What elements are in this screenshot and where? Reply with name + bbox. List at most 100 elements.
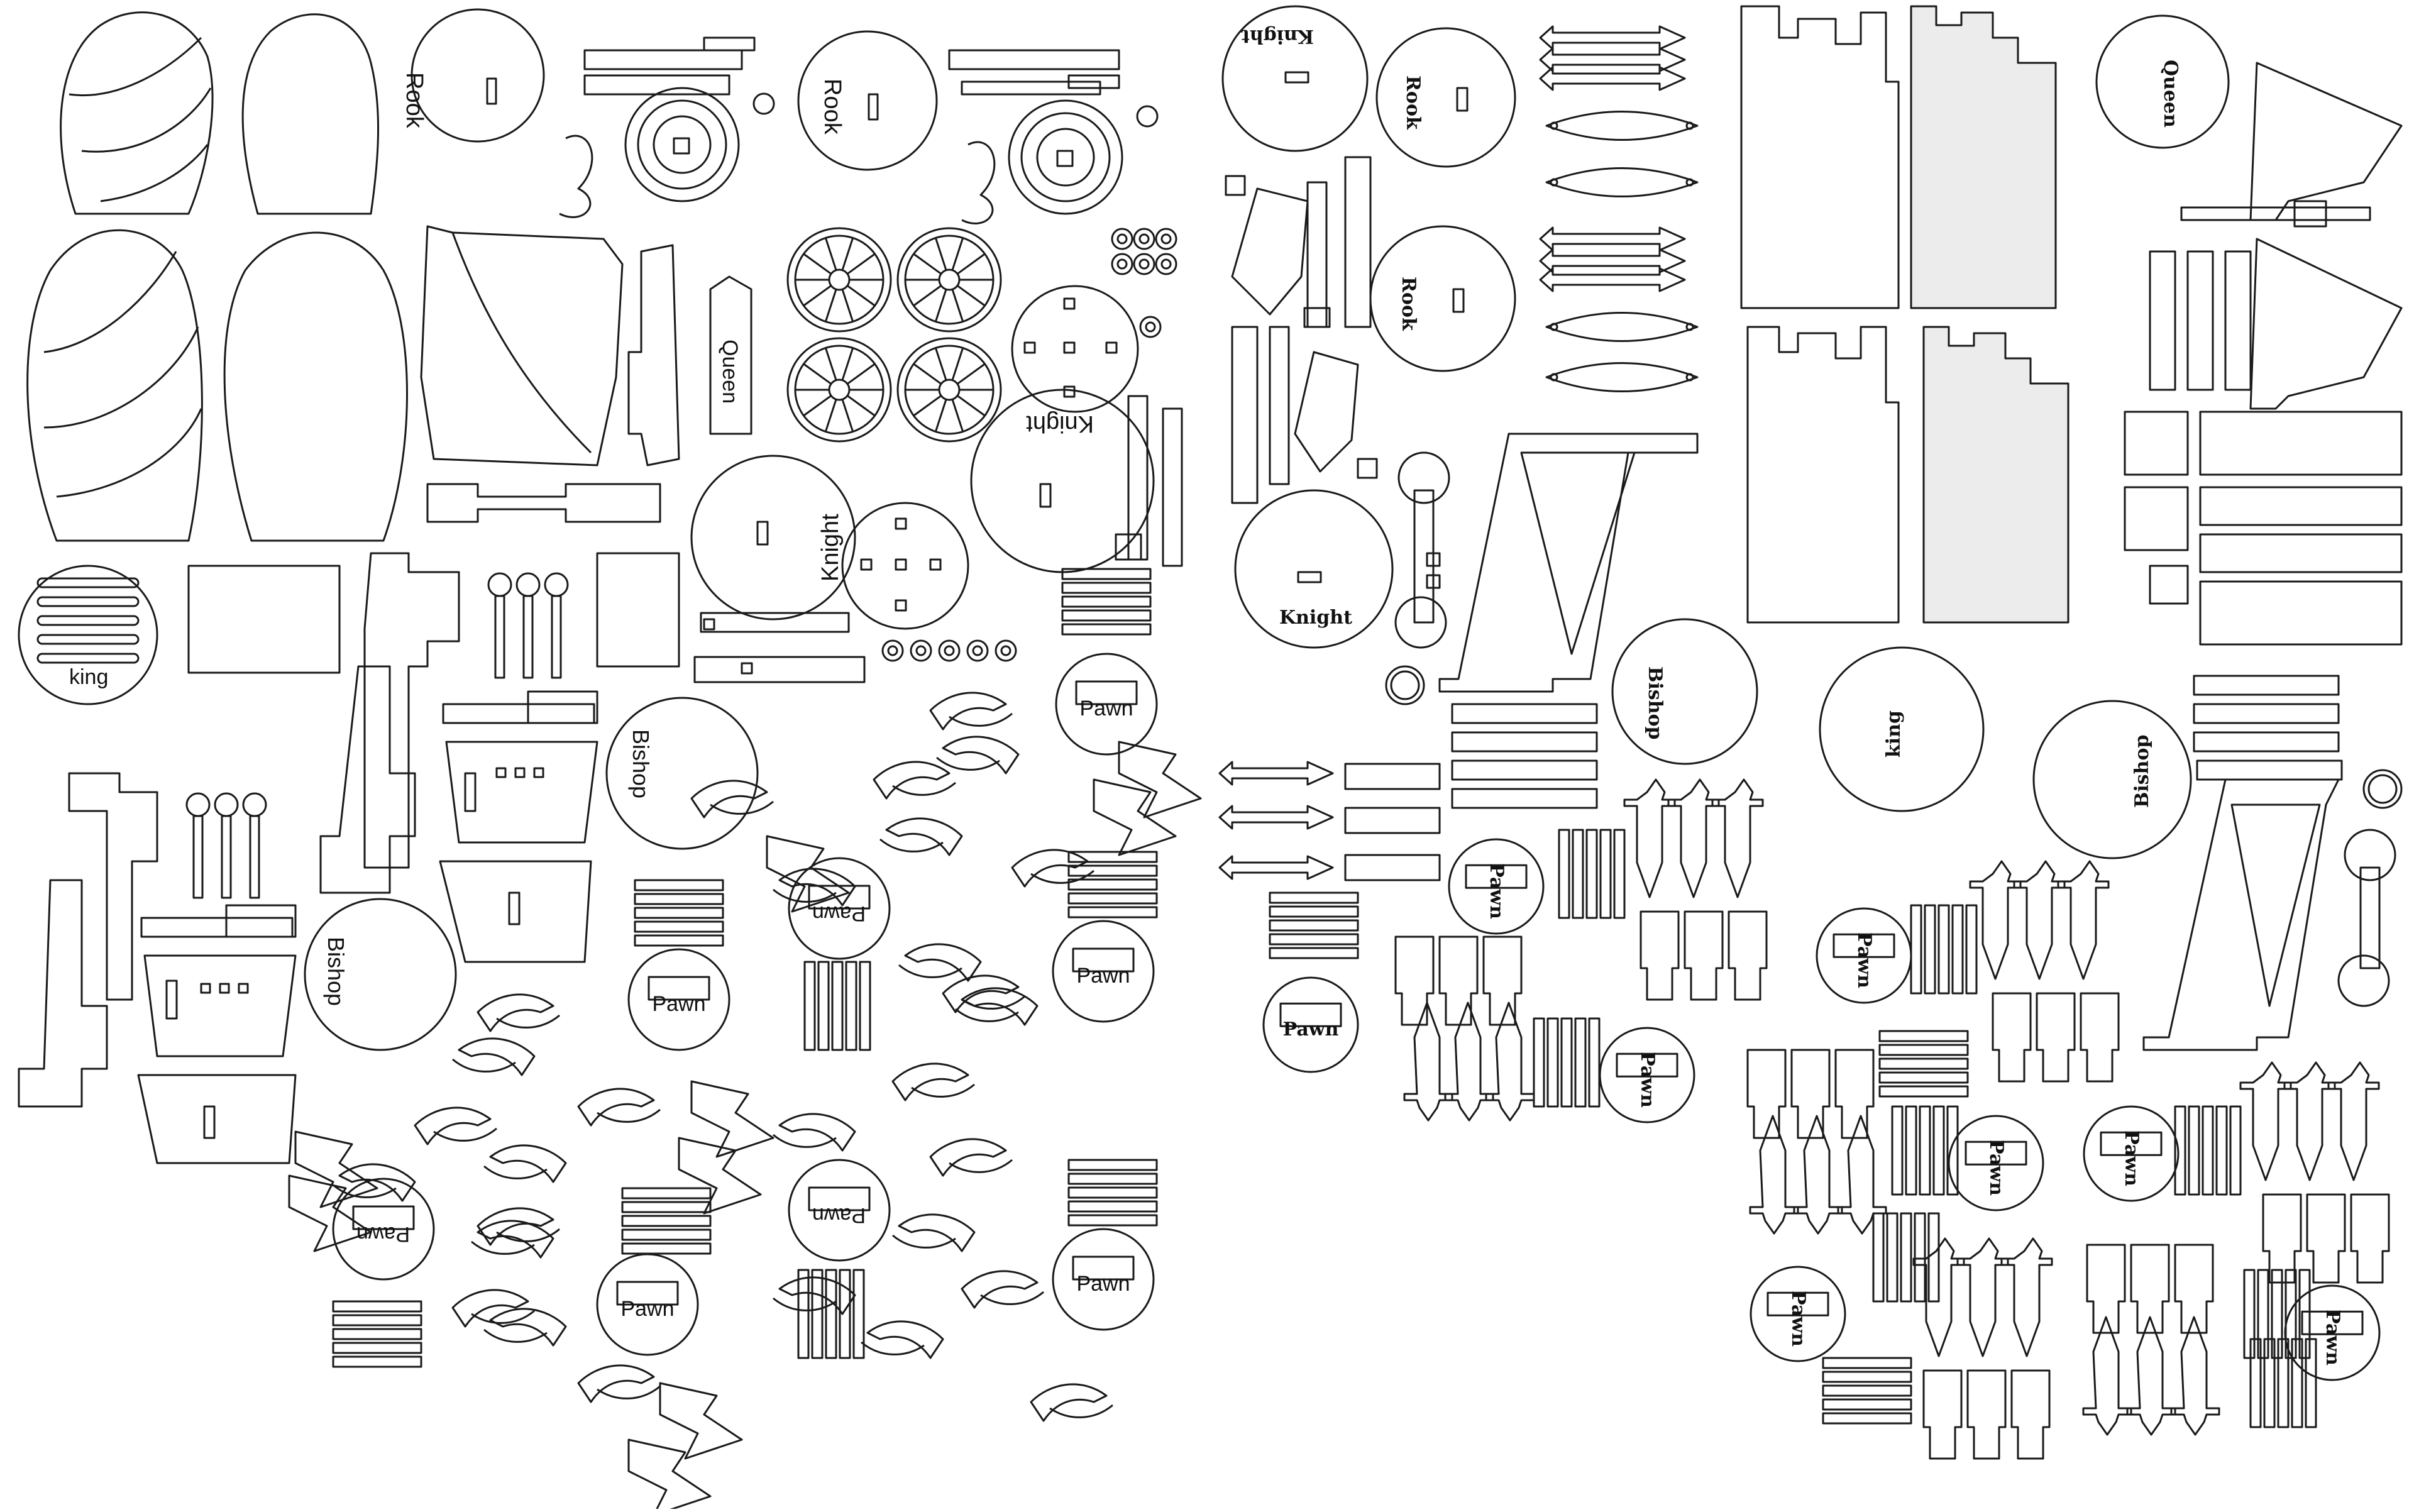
arrow-piece xyxy=(1539,226,1686,251)
key-block xyxy=(2306,1193,2346,1284)
pawn-label: Pawn xyxy=(1853,932,1875,989)
pawn-rack xyxy=(1558,829,1626,919)
pawn-rack xyxy=(1872,1212,1940,1303)
pawn-rack xyxy=(2243,1269,2311,1359)
pawn-disc xyxy=(2083,1105,2180,1202)
queen-stand-right-2 xyxy=(2249,238,2403,410)
pawn-pieces-left xyxy=(288,568,1202,1512)
pawn-disc xyxy=(1948,1115,2044,1211)
z-shape xyxy=(627,1438,712,1512)
pawn-rack xyxy=(1891,1105,1959,1196)
pawn-disc xyxy=(332,1178,435,1281)
bird-shape xyxy=(891,1062,975,1101)
king-label-left: king xyxy=(69,665,109,689)
sword-piece xyxy=(1793,1115,1843,1235)
knight-disc-right-2 xyxy=(1234,489,1394,649)
z-shape xyxy=(690,1080,774,1158)
rook-disc-1 xyxy=(411,8,545,143)
bishop-stand-1 xyxy=(363,552,460,869)
cross-disc-top xyxy=(1011,285,1139,413)
pawn-label: Pawn xyxy=(1787,1291,1809,1347)
pawn-rack xyxy=(621,1187,712,1255)
castle-wall-brick-1 xyxy=(1910,5,2057,309)
pawn-rack xyxy=(1822,1357,1912,1425)
bottle-piece xyxy=(1344,854,1441,881)
z-shape xyxy=(678,1137,762,1215)
key-block xyxy=(1790,1049,1831,1139)
wheel-ring-1 xyxy=(624,87,740,202)
pawn-rack xyxy=(2174,1105,2242,1196)
bird-shape xyxy=(898,943,982,982)
pawn-disc xyxy=(1055,653,1158,756)
sword-piece xyxy=(1837,1115,1887,1235)
pawn-rack xyxy=(332,1300,422,1368)
sword-piece xyxy=(1623,778,1676,898)
arrow-and-lens-parts xyxy=(1218,25,1699,881)
small-ring xyxy=(1111,228,1133,250)
small-ring xyxy=(881,639,904,662)
egg-piece-striped-bottom xyxy=(26,229,203,542)
spoked-wheel xyxy=(786,337,892,443)
bird-shape xyxy=(861,1320,944,1359)
bishop-disc-1 xyxy=(605,697,759,850)
sword-piece xyxy=(2013,860,2066,980)
pawn-rack xyxy=(1067,1159,1158,1227)
spoked-wheel xyxy=(896,227,1002,333)
pawn-label: Pawn xyxy=(2120,1130,2142,1187)
bird-shape xyxy=(961,1270,1044,1309)
small-ring xyxy=(1133,228,1155,250)
key-block xyxy=(2130,1244,2170,1334)
key-block xyxy=(1394,935,1435,1026)
bird-shape xyxy=(690,780,774,819)
sword-piece xyxy=(2239,1061,2292,1181)
sword-piece xyxy=(2327,1061,2380,1181)
rect-panel-small xyxy=(596,552,680,668)
small-ring xyxy=(938,639,961,662)
arrow-piece xyxy=(1539,25,1686,50)
pawn-rack xyxy=(1878,1030,1969,1098)
knight-label-right-2: Knight xyxy=(1279,607,1352,629)
sword-piece xyxy=(1956,1237,2009,1357)
bird-shape xyxy=(892,1213,976,1252)
small-ring xyxy=(1133,253,1155,275)
sword-piece xyxy=(1969,860,2022,980)
pawn-rack xyxy=(1061,568,1152,636)
pawn-rack xyxy=(2249,1338,2317,1428)
queen-post xyxy=(627,244,680,466)
bird-shape xyxy=(936,736,1020,775)
small-ring xyxy=(995,639,1017,662)
key-block xyxy=(1966,1369,2007,1460)
queen-disc-right xyxy=(2095,14,2230,149)
key-block xyxy=(2080,992,2120,1083)
sword-piece xyxy=(2000,1237,2053,1357)
bird-shape xyxy=(955,987,1039,1026)
bird-shape xyxy=(1011,849,1094,888)
pawn-rack xyxy=(1269,891,1359,959)
knight-disc-1 xyxy=(690,455,856,621)
castle-wall-plain-1 xyxy=(1740,5,1900,309)
pawn-disc xyxy=(627,948,730,1051)
sword-piece xyxy=(1444,1002,1494,1122)
ladder-strips-left xyxy=(1115,395,1183,567)
knight-disc-right-1 xyxy=(1221,5,1369,152)
bird-shape xyxy=(483,1308,567,1347)
z-shape xyxy=(766,835,850,913)
bird-shape xyxy=(452,1037,536,1076)
rook-disc-2 xyxy=(797,30,938,171)
lens-piece xyxy=(1545,362,1699,392)
bird-shape xyxy=(477,993,560,1032)
key-block xyxy=(2174,1244,2214,1334)
pawn-disc xyxy=(1052,920,1155,1023)
king-disc-right xyxy=(1819,646,1985,812)
bird-shape xyxy=(873,761,956,800)
small-ring xyxy=(1139,316,1162,338)
z-shape xyxy=(1118,741,1202,819)
bishop-stand-4 xyxy=(18,879,108,1108)
small-ring xyxy=(1111,253,1133,275)
pawn-disc xyxy=(788,1159,891,1262)
bird-shape xyxy=(773,1113,856,1152)
bird-shape xyxy=(577,1088,661,1127)
bird-shape xyxy=(577,1364,661,1403)
small-ring-parts xyxy=(881,228,1177,662)
